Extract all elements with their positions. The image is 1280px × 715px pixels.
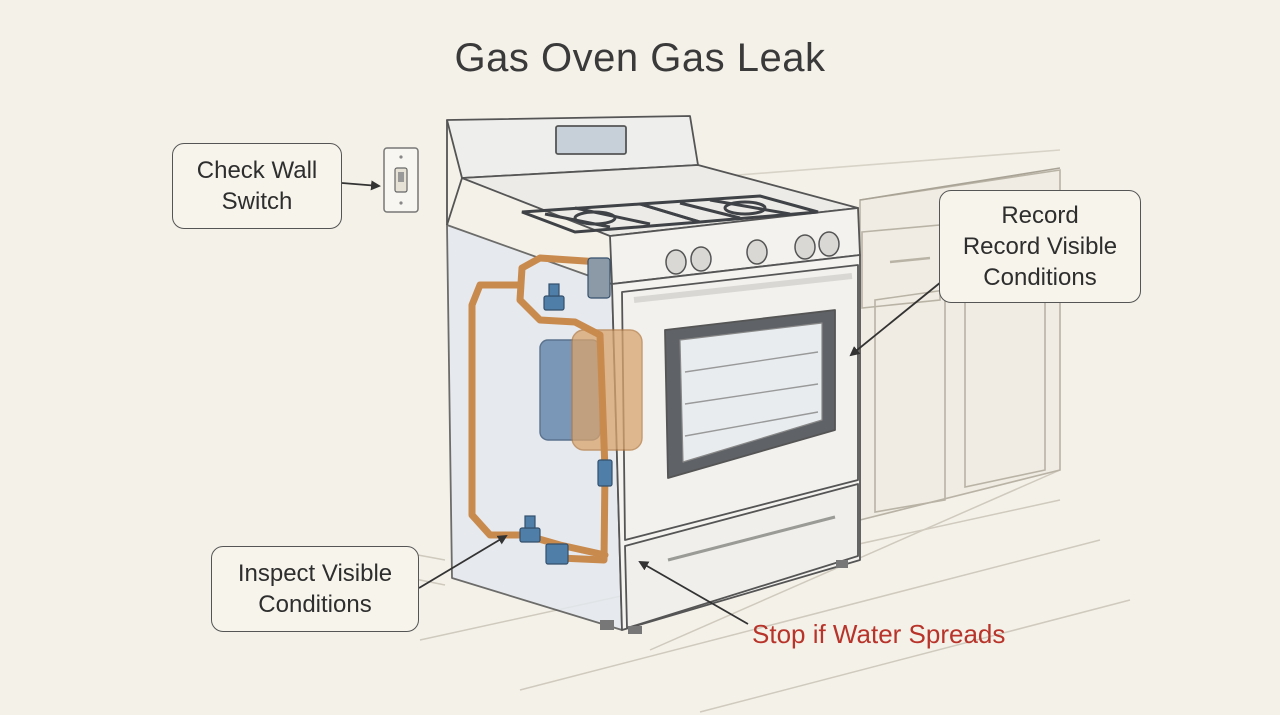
callout-inspect-conditions: Inspect Visible Conditions [211, 546, 419, 632]
callout-line: Record [1001, 202, 1079, 229]
callout-line: Switch [221, 188, 293, 215]
callout-arrows [341, 180, 942, 625]
wall-switch-icon [383, 147, 419, 213]
arrow-record [849, 281, 942, 357]
arrow-stop [638, 561, 749, 625]
callout-check-wall-switch: Check Wall Switch [172, 143, 342, 229]
callout-line: Record Visible [962, 233, 1118, 260]
warning-stop-label: Stop if Water Spreads [752, 619, 1006, 649]
callout-record-conditions: Record Record Visible Conditions [939, 190, 1141, 303]
callout-line: Check Wall [196, 157, 318, 184]
arrow-wall-switch [341, 180, 381, 191]
internal-tank [539, 329, 643, 451]
gas-valve-icon [519, 257, 613, 565]
diagram-title: Gas Oven Gas Leak [454, 36, 826, 80]
oven-window-icon [664, 309, 836, 479]
arrow-inspect [418, 534, 508, 589]
callout-line: Conditions [983, 264, 1097, 291]
burner-grate-icon [521, 194, 819, 234]
control-knobs [665, 231, 840, 275]
callout-line: Conditions [258, 591, 372, 618]
callout-line: Inspect Visible [237, 560, 393, 587]
gas-range [446, 115, 861, 634]
display-panel [555, 125, 627, 155]
